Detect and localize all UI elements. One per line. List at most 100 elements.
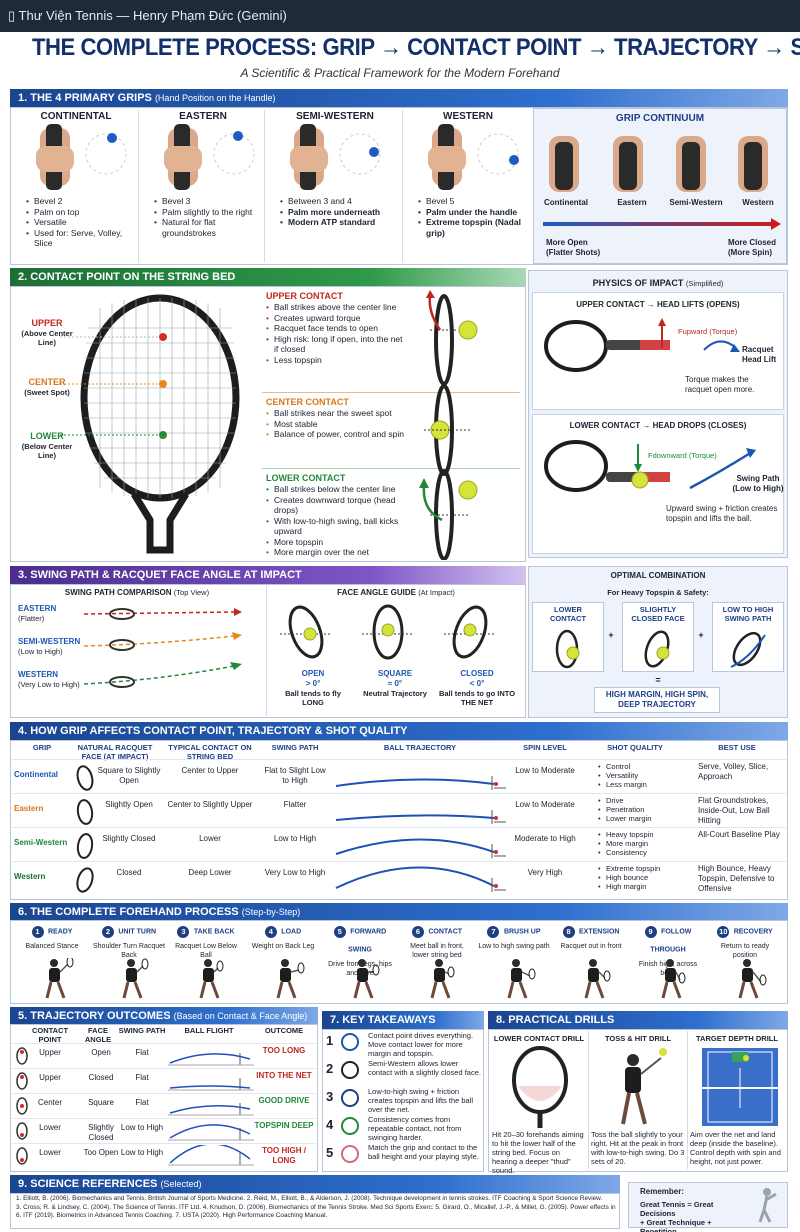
path-western: WESTERN(Very Low to High) xyxy=(18,670,88,689)
grip-name-2: SEMI-WESTERN xyxy=(296,111,374,122)
bevel-dial-2 xyxy=(339,133,381,175)
drill-player-graphic xyxy=(599,1046,679,1133)
face-angle-1: SQUARE≈ 0°Neutral Trajectory xyxy=(356,669,434,698)
section-5-subtitle: (Based on Contact & Face Angle) xyxy=(173,1011,308,1021)
path-semi-western-sub: (Low to High) xyxy=(18,647,63,656)
row-trajectory-graphic xyxy=(330,864,510,899)
bullet-item: More margin over the net xyxy=(266,547,404,558)
center-contact-text: CENTER CONTACT Ball strikes near the swe… xyxy=(266,397,404,440)
row-face-icon xyxy=(76,832,94,865)
drill-title-0: LOWER CONTACT DRILL xyxy=(493,1034,585,1043)
row-spin: Low to Moderate xyxy=(515,766,575,775)
row-contact: Lower xyxy=(199,834,221,843)
outcome-face: Too Open xyxy=(83,1148,119,1157)
face-angle-0: OPEN> 0°Ball tends to fly LONG xyxy=(274,669,352,707)
step-desc: Racquet Low Below Ball xyxy=(175,943,237,959)
row-best-use: High Bounce, Heavy Topspin, Defensive to… xyxy=(698,864,775,893)
bullet-item: Creates upward torque xyxy=(266,313,404,324)
outcome-row xyxy=(12,1118,316,1119)
step-number: 4 xyxy=(264,925,277,938)
row-face-icon xyxy=(76,798,94,831)
equals-sign: = xyxy=(655,675,661,685)
bullet-item: More topspin xyxy=(266,537,404,548)
grip-divider-1 xyxy=(138,110,139,262)
section-2-title: 2. CONTACT POINT ON THE STRING BED xyxy=(18,271,236,283)
step-desc: Meet ball in front, lower string bed xyxy=(410,943,464,959)
row-quality: Extreme topspinHigh bounceHigh margin xyxy=(598,864,708,891)
quality-item: Heavy topspin xyxy=(598,830,708,839)
quality-item: Consistency xyxy=(598,848,708,857)
path-semi-western: SEMI-WESTERN(Low to High) xyxy=(18,637,88,656)
s3-divider xyxy=(266,586,267,716)
outcome-face: Closed xyxy=(88,1073,114,1082)
key-takeaways-panel xyxy=(322,1029,484,1172)
player-figure xyxy=(731,958,767,1007)
step-title: TAKE BACK xyxy=(193,928,235,936)
outcome-face-icon xyxy=(15,1047,29,1070)
step-desc: Low to high swing path xyxy=(478,943,550,950)
continuum-label-1: Eastern xyxy=(617,198,647,207)
row-spin: Low to Moderate xyxy=(515,800,575,809)
continuum-label-0: Continental xyxy=(544,198,588,207)
section-3-title: 3. SWING PATH & RACQUET FACE ANGLE AT IM… xyxy=(18,569,302,581)
grip-bullet: Extreme topspin (Nadal grip) xyxy=(418,217,528,238)
target-icon xyxy=(340,1031,360,1058)
grip-continuum-graphic xyxy=(543,136,781,230)
grip-bullet: Palm slightly to the right xyxy=(154,207,262,218)
grip-bullet: Natural for flat groundstrokes xyxy=(154,217,262,238)
grip-bullet: Palm on top xyxy=(26,207,136,218)
outcome-swing: Low to High xyxy=(120,1123,164,1132)
bullet-item: Racquet face tends to open xyxy=(266,323,404,334)
upward-force-label: Fupward (Torque) xyxy=(678,327,738,336)
outcome-header: FACE ANGLE xyxy=(84,1026,112,1044)
player-figure xyxy=(192,958,228,1007)
grip-divider-2 xyxy=(264,110,265,262)
upper-physics-title: UPPER CONTACT → HEAD LIFTS (OPENS) xyxy=(576,300,740,309)
grip-illustration-0 xyxy=(22,124,132,190)
grip-table-header: SWING PATH xyxy=(271,743,319,752)
physics-title-sub: (Simplified) xyxy=(685,279,724,288)
player-figure xyxy=(269,958,305,1007)
face-angle-desc: Neutral Trajectory xyxy=(363,689,427,698)
quality-item: Penetration xyxy=(598,805,708,814)
quality-item: Less margin xyxy=(598,780,708,789)
row-contact: Center to Upper xyxy=(181,766,239,775)
step-number: 3 xyxy=(177,925,190,938)
divider-1 xyxy=(262,392,520,393)
player-figure xyxy=(654,958,690,1007)
grip-table-header: TYPICAL CONTACT ON STRING BED xyxy=(168,743,252,761)
takeaway-number: 2 xyxy=(326,1061,334,1076)
bullet-item: High risk: long if open, into the net if… xyxy=(266,334,404,355)
plus-1: + xyxy=(608,630,614,640)
grip-illustration-2 xyxy=(276,124,386,190)
grip-table-row xyxy=(12,759,786,760)
face-angle-diagrams xyxy=(280,604,496,660)
row-contact: Deep Lower xyxy=(188,868,232,877)
grip-bullet: Used for: Serve, Volley, Slice xyxy=(26,228,136,249)
outcome-row xyxy=(12,1093,316,1094)
row-grip: Continental xyxy=(14,770,58,779)
racquet-icon xyxy=(340,1059,360,1086)
section-9-header: 9. SCIENCE REFERENCES (Selected) xyxy=(10,1175,620,1193)
row-spin: Moderate to High xyxy=(514,834,576,843)
step-desc: Shoulder Turn Racquet Back xyxy=(93,943,165,959)
outcome-swing: Flat xyxy=(135,1048,149,1057)
step-desc: Racquet out in front xyxy=(560,943,622,950)
center-label-sub: (Sweet Spot) xyxy=(24,388,70,397)
lower-label-sub: (Below Center Line) xyxy=(21,442,73,460)
grip-bullets-2: Between 3 and 4Palm more underneathModer… xyxy=(280,196,400,228)
outcome-face-icon xyxy=(15,1147,29,1170)
forehand-process-panel xyxy=(10,920,788,1004)
outcome-result: TOPSPIN DEEP xyxy=(254,1121,314,1130)
quality-item: Lower margin xyxy=(598,814,708,823)
head-lift-label: Racquet Head Lift xyxy=(742,345,777,364)
reference-line-0: 1. Elliott, B. (2006). Biomechanics and … xyxy=(16,1195,603,1202)
optimal-result: HIGH MARGIN, HIGH SPIN, DEEP TRAJECTORY xyxy=(594,687,720,713)
center-contact-title: CENTER CONTACT xyxy=(266,397,349,407)
outcome-result: TOO LONG xyxy=(262,1046,306,1055)
step-desc: Return to ready position xyxy=(720,943,770,959)
row-grip: Semi-Western xyxy=(14,838,68,847)
